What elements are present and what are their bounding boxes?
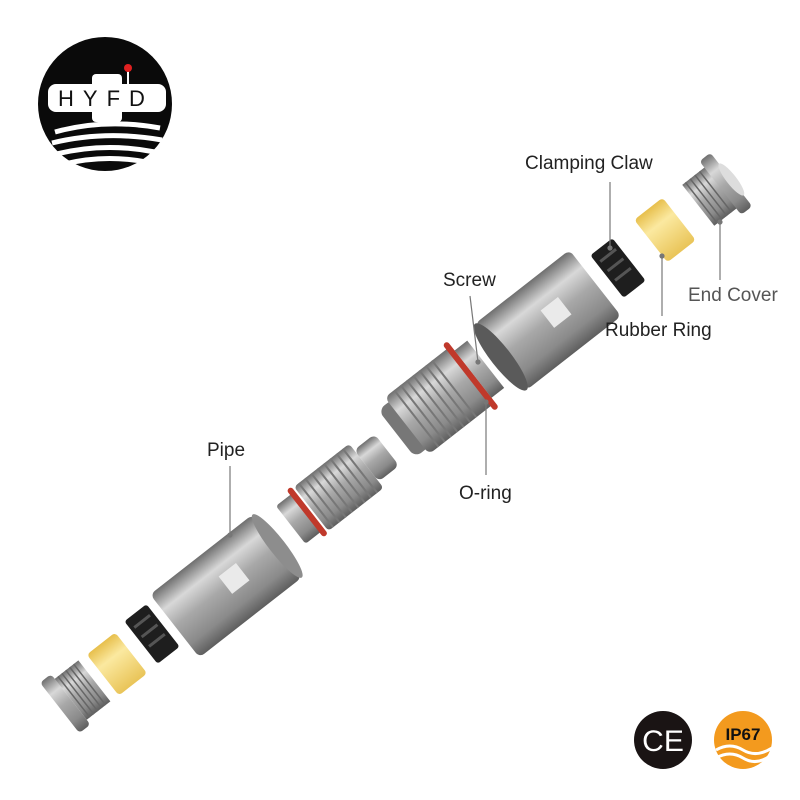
svg-text:HYFD: HYFD — [58, 86, 154, 111]
label-o-ring: O-ring — [459, 483, 512, 504]
leader-lines — [227, 182, 723, 538]
socket-connector — [381, 340, 505, 455]
pipe-top — [473, 252, 619, 391]
label-rubber-ring: Rubber Ring — [605, 320, 712, 341]
pipe-bottom — [152, 514, 303, 656]
label-pipe: Pipe — [207, 440, 246, 461]
clamping-claw-bottom — [125, 605, 179, 663]
clamping-claw-top — [591, 239, 645, 297]
end-cover-top — [682, 154, 751, 226]
label-screw: Screw — [443, 270, 496, 291]
ip67-badge: IP67 — [714, 711, 773, 769]
ce-badge: CE — [634, 711, 692, 769]
label-end-cover: End Cover — [688, 285, 778, 306]
end-cover-bottom — [41, 660, 111, 732]
svg-text:IP67: IP67 — [726, 725, 761, 744]
hyfd-logo: HYFD — [38, 37, 172, 171]
rubber-ring-bottom — [88, 634, 146, 694]
rubber-ring-top — [635, 199, 695, 261]
label-clamping-claw: Clamping Claw — [525, 153, 653, 174]
svg-text:CE: CE — [642, 725, 684, 758]
plug-connector — [277, 436, 397, 543]
